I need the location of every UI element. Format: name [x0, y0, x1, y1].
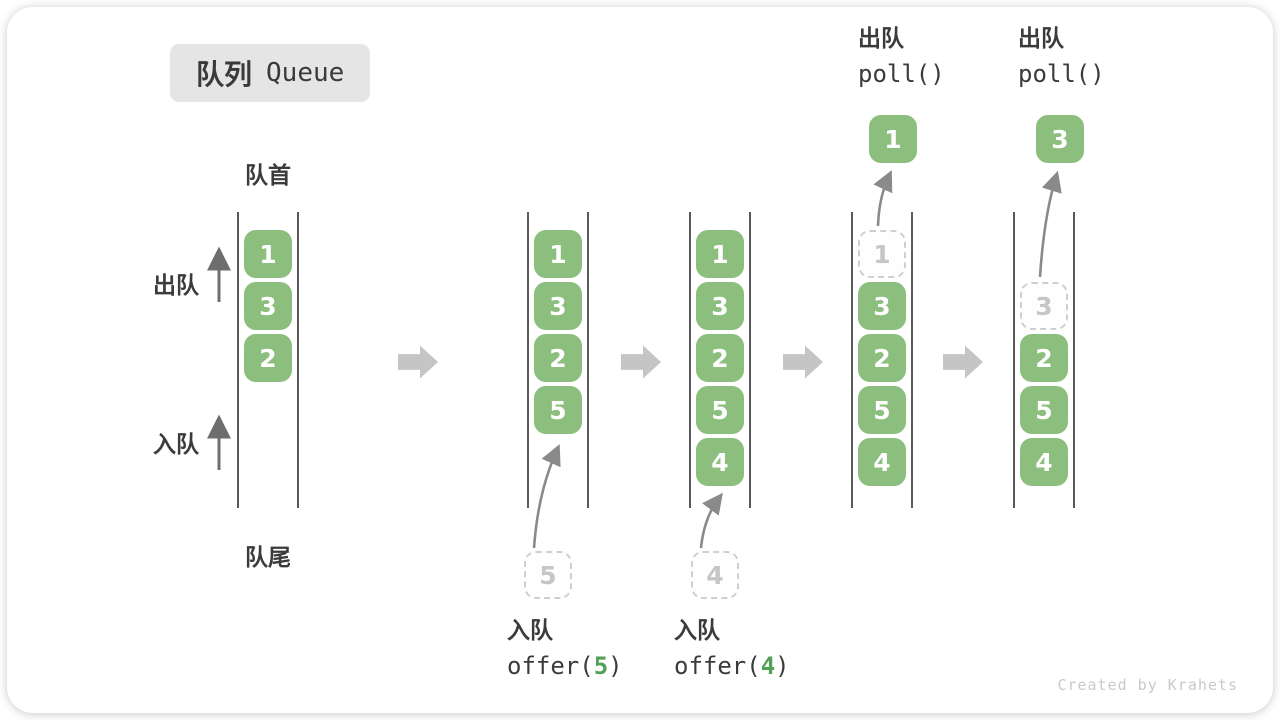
label-queue-rear: 队尾 — [245, 545, 291, 571]
dequeue-op-1: 出队 poll() — [858, 26, 945, 88]
queue-3-slot-3: 2 — [696, 334, 744, 382]
queue-1-slot-1: 1 — [244, 230, 292, 278]
queue-5-slot-3: 2 — [1020, 334, 1068, 382]
queue-2-slot-1: 1 — [534, 230, 582, 278]
queue-5-slot-5: 4 — [1020, 438, 1068, 486]
queue-5-slot-2-ghost: 3 — [1020, 282, 1068, 330]
offer-input-value-2: 4 — [691, 551, 739, 599]
title-badge: 队列 Queue — [170, 44, 371, 102]
polled-value-2: 3 — [1036, 115, 1084, 163]
dequeue-op-2-label: 出队 — [1018, 26, 1064, 52]
queue-3-slot-5: 4 — [696, 438, 744, 486]
queue-1-slot-3: 2 — [244, 334, 292, 382]
queue-2-slot-3: 2 — [534, 334, 582, 382]
enqueue-op-1: 入队 offer(5) — [507, 618, 623, 680]
queue-4-slot-4: 5 — [858, 386, 906, 434]
dequeue-op-2: 出队 poll() — [1018, 26, 1105, 88]
enqueue-op-2: 入队 offer(4) — [674, 618, 790, 680]
enqueue-op-2-label: 入队 — [674, 618, 720, 644]
queue-3-slot-2: 3 — [696, 282, 744, 330]
dequeue-op-1-code: poll() — [858, 60, 945, 88]
queue-4-slot-1-ghost: 1 — [858, 230, 906, 278]
title-zh: 队列 — [196, 58, 253, 91]
enqueue-op-2-code: offer(4) — [674, 652, 790, 680]
dequeue-op-2-code: poll() — [1018, 60, 1105, 88]
queue-1-slot-2: 3 — [244, 282, 292, 330]
queue-2-slot-4: 5 — [534, 386, 582, 434]
queue-2-slot-2: 3 — [534, 282, 582, 330]
queue-4-slot-3: 2 — [858, 334, 906, 382]
enqueue-op-1-label: 入队 — [507, 618, 553, 644]
label-queue-front: 队首 — [245, 163, 291, 189]
polled-value-1: 1 — [869, 115, 917, 163]
dequeue-op-1-label: 出队 — [858, 26, 904, 52]
enqueue-op-1-code: offer(5) — [507, 652, 623, 680]
label-dequeue-side: 出队 — [153, 273, 199, 299]
queue-4-slot-2: 3 — [858, 282, 906, 330]
title-en: Queue — [266, 58, 345, 88]
watermark: Created by Krahets — [1057, 676, 1238, 694]
label-enqueue-side: 入队 — [153, 432, 199, 458]
queue-3-slot-1: 1 — [696, 230, 744, 278]
offer-input-value-1: 5 — [524, 551, 572, 599]
queue-5-slot-4: 5 — [1020, 386, 1068, 434]
queue-3-slot-4: 5 — [696, 386, 744, 434]
queue-4-slot-5: 4 — [858, 438, 906, 486]
